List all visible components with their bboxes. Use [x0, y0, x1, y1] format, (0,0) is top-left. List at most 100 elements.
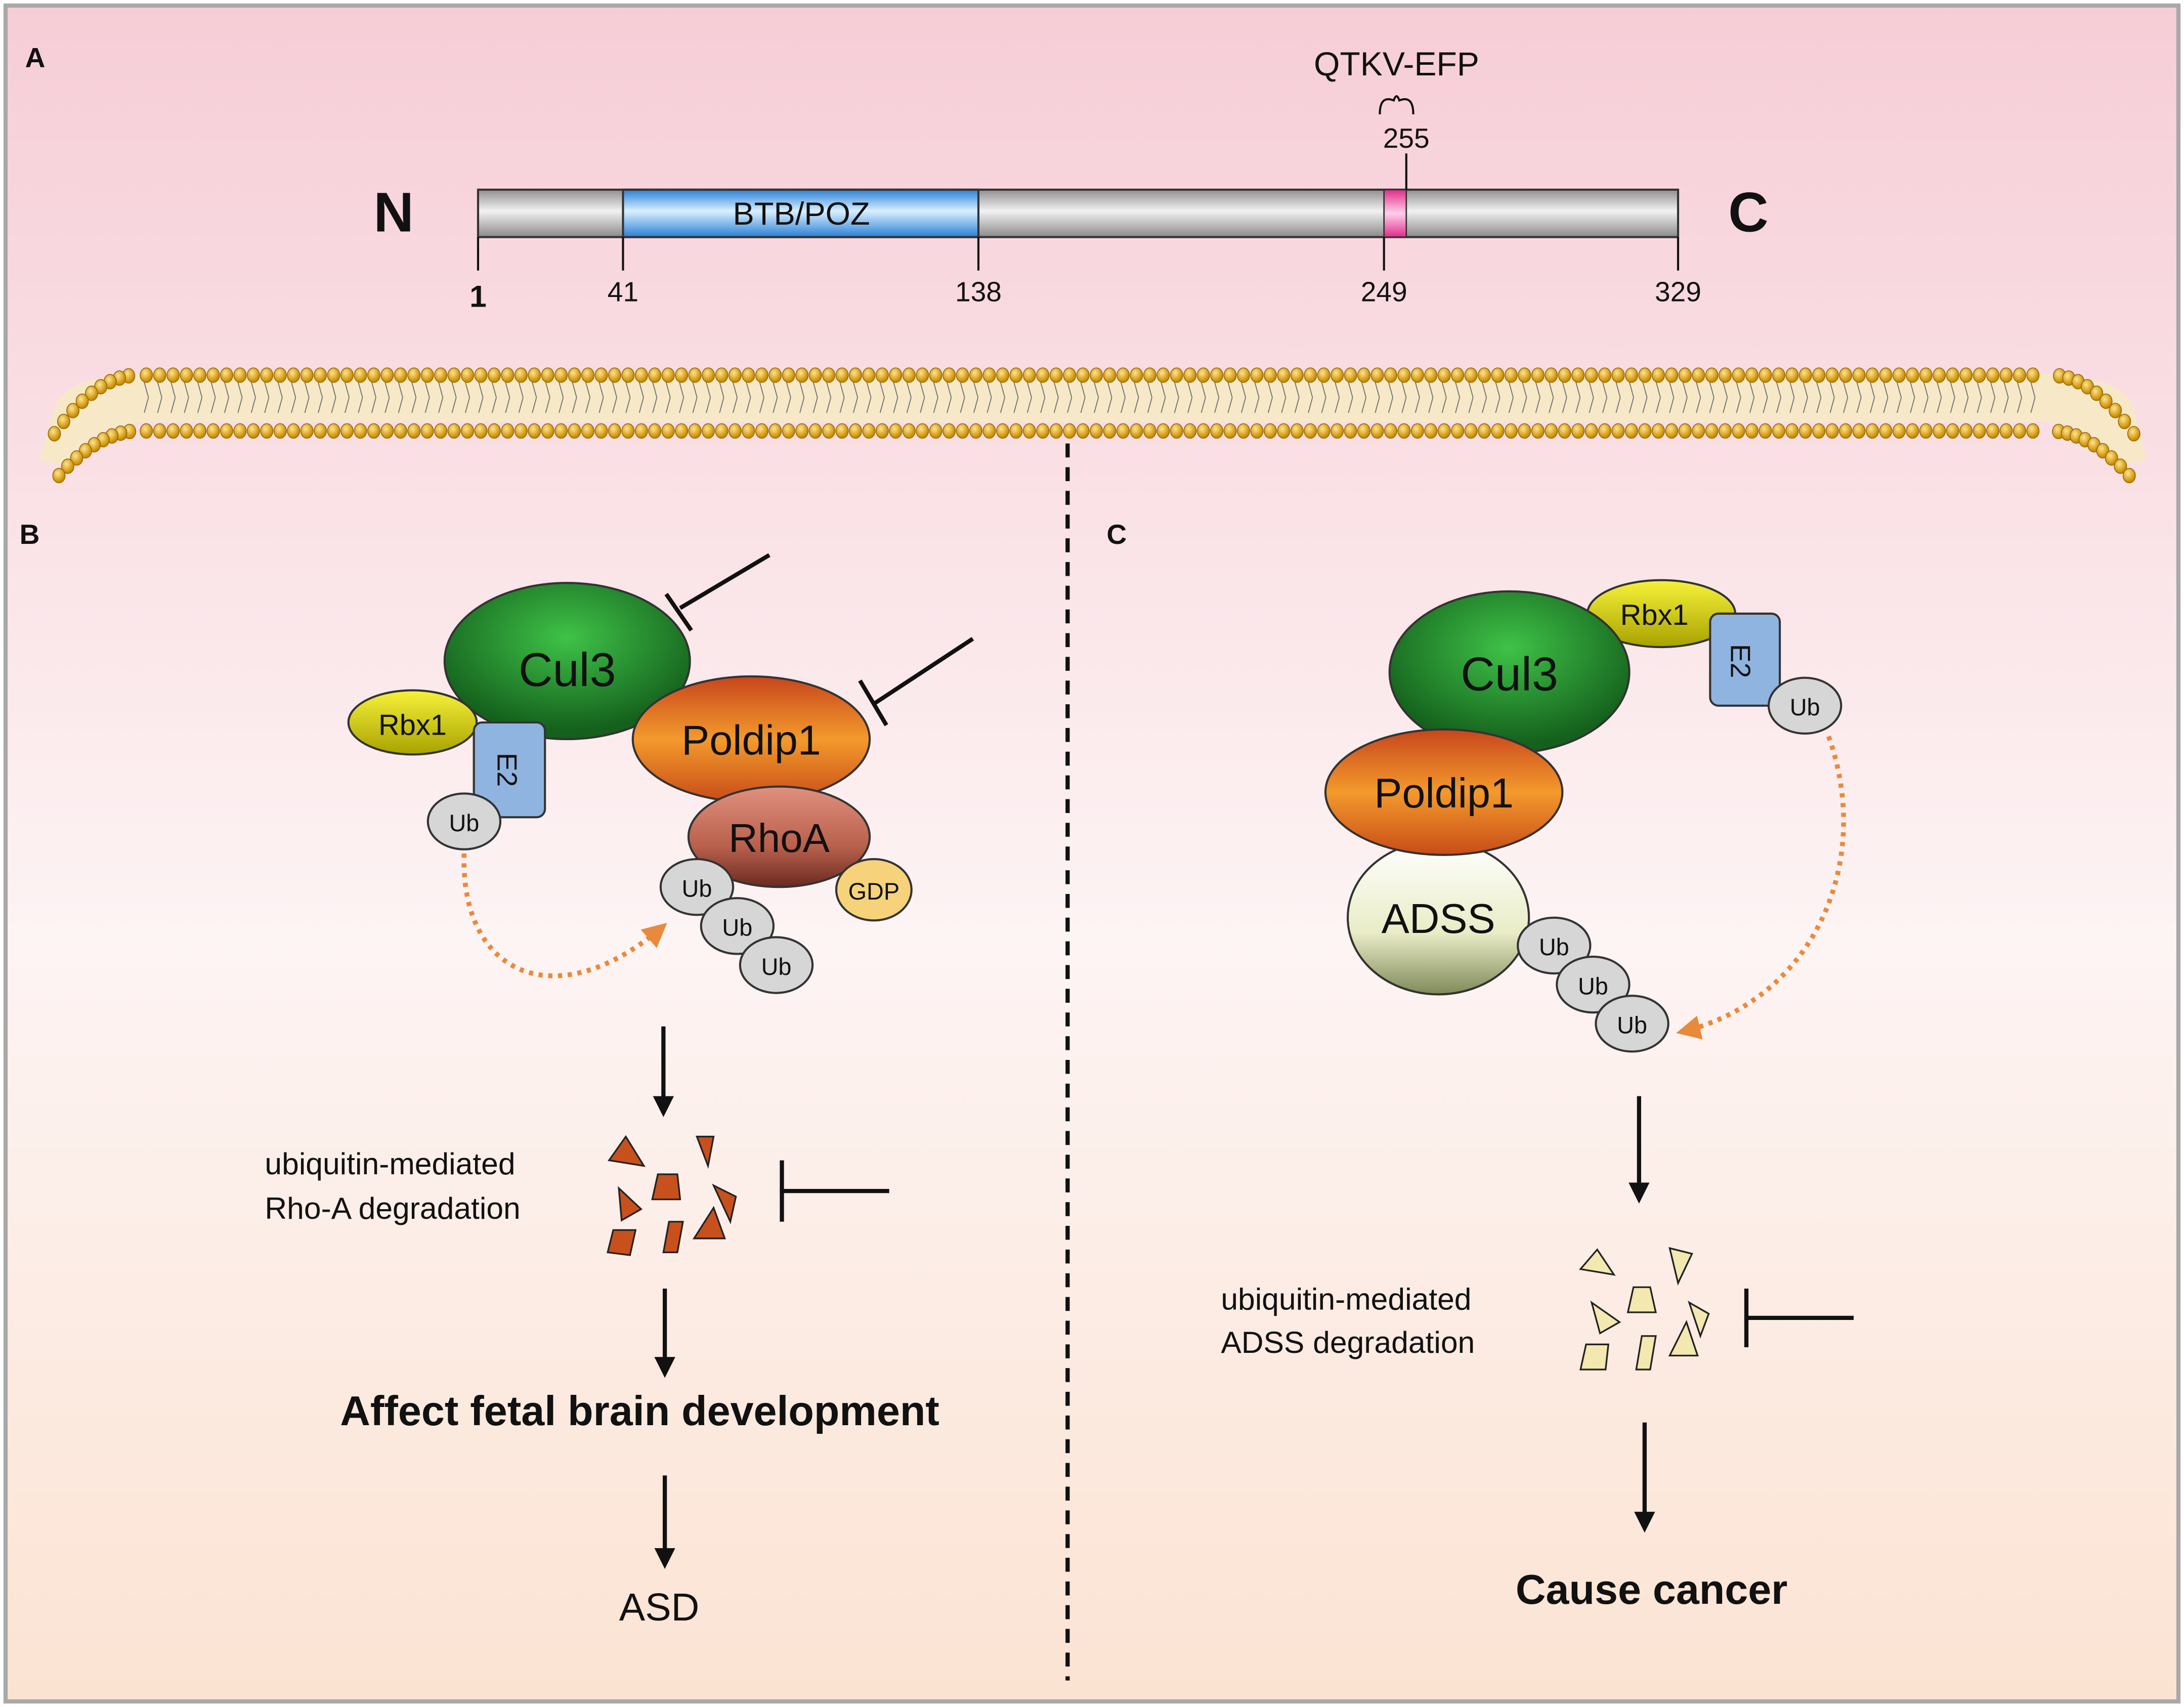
lipid-head	[206, 367, 220, 383]
lipid-head	[1304, 423, 1317, 439]
lipid-tail	[1495, 397, 1501, 413]
lipid-tail	[1950, 397, 1955, 413]
complex-b: Cul3 Rbx1 E2 Ub Poldip1 RhoA GDP Ub Ub U…	[347, 582, 913, 994]
lipid-head	[1143, 367, 1157, 383]
lipid-head	[2090, 386, 2104, 401]
lipid-tail	[2030, 397, 2036, 413]
lipid-head	[1732, 367, 1745, 383]
lipid-head	[1745, 423, 1759, 439]
lipid-head	[487, 423, 501, 439]
lipid-head	[1785, 367, 1799, 383]
lipid-head	[340, 367, 354, 383]
lipid-head	[1451, 367, 1465, 383]
lipid-head	[1558, 423, 1571, 439]
lipid-tail	[1669, 397, 1675, 413]
lipid-tail	[906, 382, 912, 398]
lipid-tail	[1214, 382, 1220, 398]
lipid-head	[166, 367, 180, 383]
lipid-head	[1825, 423, 1839, 439]
lipid-head	[1478, 423, 1491, 439]
lipid-head	[1116, 423, 1130, 439]
e2-c	[1709, 612, 1781, 707]
lipid-tail	[1709, 397, 1715, 413]
lipid-tail	[1067, 397, 1073, 413]
lipid-head	[1825, 367, 1839, 383]
lipid-head	[1879, 423, 1893, 439]
lipid-head	[1304, 367, 1317, 383]
lipid-tail	[1602, 382, 1608, 398]
lipid-tail	[812, 397, 818, 413]
lipid-tail	[1495, 382, 1501, 398]
lipid-tail	[1026, 382, 1032, 398]
panel-b-label: B	[20, 519, 40, 550]
lipid-head	[1437, 367, 1451, 383]
lipid-head	[1759, 367, 1772, 383]
lipid-tail	[250, 382, 256, 398]
e2-c-label: E2	[1725, 644, 1757, 678]
lipid-head	[1371, 423, 1384, 439]
lipid-head	[1424, 367, 1438, 383]
lipid-tail	[746, 382, 751, 398]
lipid-tail	[652, 382, 658, 398]
lipid-tail	[1335, 397, 1340, 413]
lipid-head	[889, 423, 903, 439]
lipid-head	[1157, 423, 1170, 439]
poldip1-b-label: Poldip1	[681, 716, 821, 763]
lipid-tail	[304, 382, 310, 398]
lipid-tail	[812, 382, 818, 398]
lipid-head	[1585, 367, 1598, 383]
lipid-tail	[947, 382, 952, 398]
lipid-tail	[318, 397, 323, 413]
lipid-head	[1344, 423, 1357, 439]
lipid-tail	[2017, 382, 2022, 398]
lipid-head	[1410, 423, 1424, 439]
lipid-tail	[1335, 382, 1340, 398]
lipid-head	[1130, 367, 1143, 383]
lipid-tail	[1321, 397, 1326, 413]
lipid-tail	[1388, 382, 1393, 398]
lipid-head	[688, 367, 702, 383]
degradation-b-line2: Rho-A degradation	[265, 1191, 520, 1225]
lipid-tail	[518, 382, 524, 398]
lipid-head	[287, 423, 301, 439]
lipid-tail	[1026, 397, 1032, 413]
lipid-head	[1692, 367, 1705, 383]
lipid-head	[1732, 423, 1745, 439]
lipid-tail	[1348, 382, 1353, 398]
lipid-head	[768, 367, 782, 383]
lipid-head	[314, 423, 327, 439]
lipid-tail	[1254, 382, 1260, 398]
inhibition-mark-degradation-b	[780, 1160, 889, 1222]
lipid-head	[875, 367, 889, 383]
lipid-tail	[1749, 382, 1755, 398]
lipid-head	[2012, 367, 2026, 383]
lipid-tail	[277, 397, 283, 413]
lipid-head	[153, 423, 166, 439]
lipid-head	[729, 367, 742, 383]
lipid-head	[1049, 423, 1063, 439]
lipid-head	[568, 423, 581, 439]
lipid-tail	[532, 382, 537, 398]
lipid-tail	[478, 397, 484, 413]
lipid-head	[1331, 423, 1344, 439]
lipid-tail	[371, 382, 376, 398]
ub-b-chain-3-label: Ub	[761, 954, 792, 980]
lipid-tail	[1963, 382, 1969, 398]
gdp	[835, 858, 913, 922]
lipid-tail	[559, 397, 564, 413]
lipid-tail	[799, 397, 805, 413]
lipid-tail	[1120, 397, 1126, 413]
lipid-head	[916, 423, 929, 439]
lipid-tail	[331, 382, 336, 398]
qtkv-efp-motif	[1383, 189, 1407, 238]
lipid-tail	[1201, 397, 1206, 413]
ub-c-e2	[1767, 676, 1843, 735]
lipid-tail	[1789, 382, 1795, 398]
ub-b-chain-1	[659, 858, 735, 916]
lipid-tail	[197, 382, 203, 398]
lipid-head	[1223, 367, 1237, 383]
degradation-c-line2: ADSS degradation	[1221, 1325, 1475, 1359]
lipid-head	[2105, 450, 2118, 466]
lipid-head	[702, 367, 715, 383]
